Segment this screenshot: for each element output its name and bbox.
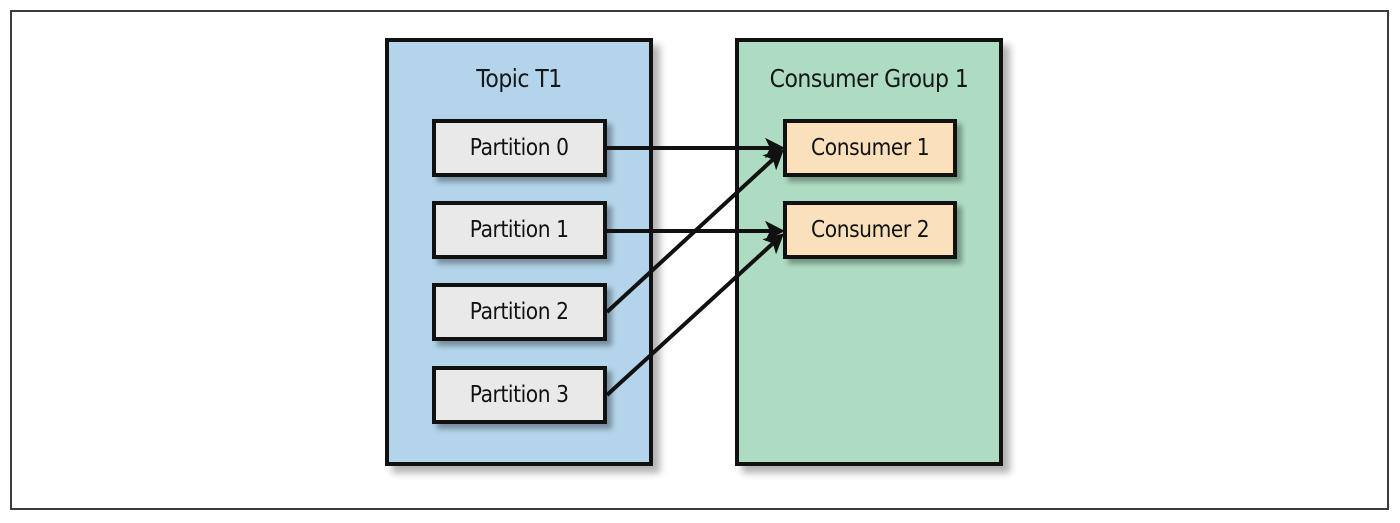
partition-label: Partition 1 xyxy=(470,217,569,243)
consumer-node-2[interactable]: Consumer 2 xyxy=(783,201,957,259)
partition-label: Partition 3 xyxy=(470,382,569,408)
partition-node-1[interactable]: Partition 1 xyxy=(432,201,607,259)
partition-node-2[interactable]: Partition 2 xyxy=(432,283,607,341)
consumer-label: Consumer 2 xyxy=(810,217,930,243)
consumer-node-1[interactable]: Consumer 1 xyxy=(783,119,957,177)
consumer-group-panel-title: Consumer Group 1 xyxy=(769,64,969,93)
partition-node-0[interactable]: Partition 0 xyxy=(432,119,607,177)
partition-label: Partition 2 xyxy=(470,299,569,325)
figure-outer-frame xyxy=(10,10,1389,510)
consumer-label: Consumer 1 xyxy=(810,135,930,161)
partition-node-3[interactable]: Partition 3 xyxy=(432,366,607,424)
partition-label: Partition 0 xyxy=(470,135,569,161)
topic-panel-title: Topic T1 xyxy=(476,64,562,93)
